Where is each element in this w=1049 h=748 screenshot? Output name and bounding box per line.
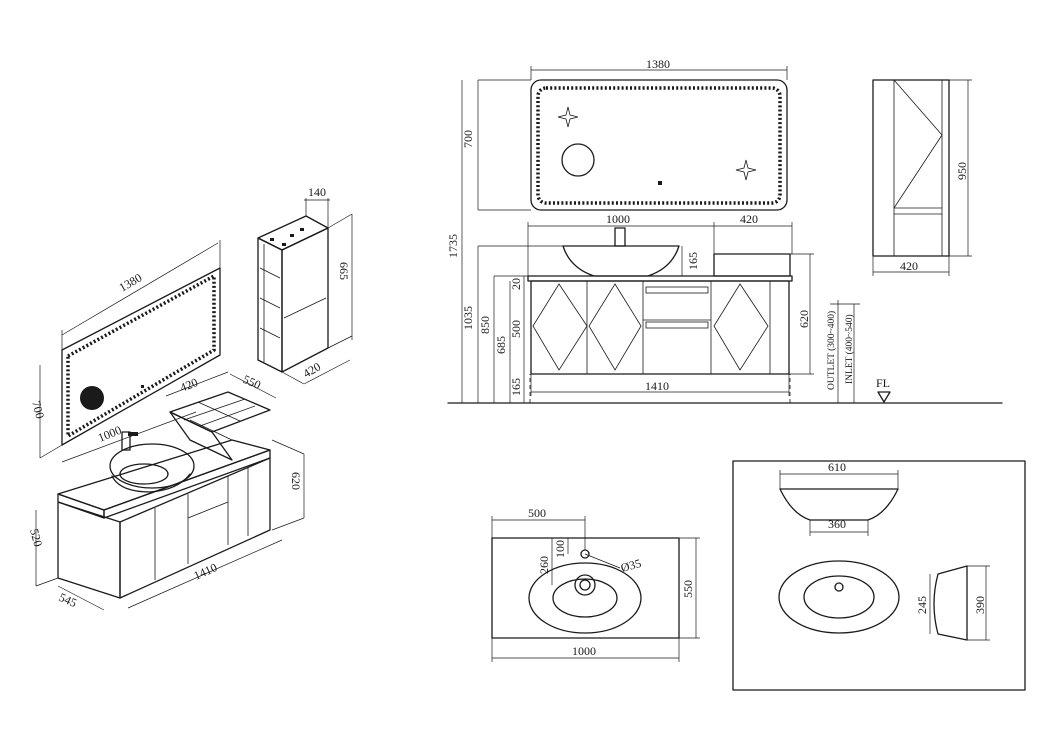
outlet-label: OUTLET (300~400)	[826, 311, 837, 390]
front-top-1000-label: 1000	[606, 212, 630, 226]
plan-550-label: 550	[681, 580, 695, 598]
plan-260-label: 260	[537, 556, 551, 574]
front-h-165-label: 165	[509, 378, 523, 396]
iso-top-420-label: 420	[178, 375, 200, 395]
front-mirror-magnifier-icon	[561, 143, 595, 177]
plan-500-label: 500	[528, 506, 546, 520]
plan-1000-label: 1000	[572, 644, 596, 658]
iso-cabinet	[57, 439, 271, 599]
inlet-label: INLET (400~540)	[844, 314, 855, 384]
iso-organizer-box	[169, 391, 271, 461]
front-top-420-label: 420	[740, 212, 758, 226]
basin-detail: 610 360 245 390	[732, 460, 1026, 691]
front-cabinet	[527, 275, 793, 375]
iso-shelf-height-label: 665	[337, 262, 351, 280]
iso-top-550-label: 550	[241, 372, 263, 392]
basin-top-label: 610	[828, 460, 846, 474]
front-faucet-icon	[614, 227, 626, 247]
front-mirror-dims: 1380 700 1735	[446, 57, 788, 403]
plan-100-label: 100	[553, 540, 567, 558]
iso-mirror	[61, 267, 221, 446]
front-basin	[562, 227, 680, 277]
iso-shelf-depth-label: 140	[308, 185, 326, 199]
front-floor: OUTLET (300~400) INLET (400~540) FL	[447, 300, 1003, 404]
iso-cab-545-label: 545	[57, 590, 79, 610]
iso-shelf-dims: 140 665 420	[281, 185, 353, 385]
side-shelf	[872, 79, 950, 257]
front-h-500-label: 500	[509, 320, 523, 338]
iso-mirror-height-label: 700	[29, 399, 47, 420]
front-bowl-165-label: 165	[686, 252, 700, 270]
front-side-620-label: 620	[797, 310, 811, 328]
floor-marker-icon	[877, 391, 891, 403]
side-shelf-dims: 950 420	[872, 79, 972, 276]
front-cabinet-dims: 1000 420 165 1035 850 685 20 500 165 141…	[461, 212, 814, 403]
iso-basin	[109, 431, 195, 493]
front-h-850-label: 850	[478, 316, 492, 334]
sparkle-icon	[557, 106, 579, 128]
front-h-20-label: 20	[509, 278, 523, 290]
iso-mirror-dims: 1380 700	[29, 240, 221, 459]
floor-label: FL	[876, 376, 890, 390]
side-height-label: 950	[955, 162, 969, 180]
iso-mirror-magnifier-icon	[80, 386, 104, 410]
front-mirror-height-label: 700	[461, 130, 475, 148]
front-total-height-label: 1735	[446, 234, 460, 258]
iso-shelf	[257, 215, 329, 373]
front-h-1035-label: 1035	[461, 306, 475, 330]
iso-shelf-width-label: 420	[301, 359, 324, 380]
basin-245-label: 245	[915, 596, 929, 614]
iso-faucet-icon	[121, 431, 131, 451]
basin-bottom-label: 360	[828, 517, 846, 531]
front-mirror-width-label: 1380	[646, 57, 670, 71]
front-cab-1410-label: 1410	[645, 379, 669, 393]
front-organizer	[713, 253, 791, 277]
plan-hole-label: Ø35	[619, 556, 643, 575]
front-h-685-label: 685	[494, 336, 508, 354]
plan-dims: 500 260 100 Ø35 550 1000	[491, 506, 700, 662]
iso-cab-520-label: 520	[27, 527, 45, 548]
basin-detail-frame	[732, 460, 1026, 691]
drain-icon	[834, 582, 844, 592]
side-width-label: 420	[900, 259, 918, 273]
plan-top	[491, 537, 680, 639]
iso-cab-620-label: 620	[289, 472, 303, 490]
front-mirror	[530, 79, 788, 211]
basin-390-label: 390	[973, 596, 987, 614]
iso-sink-width-label: 1000	[96, 423, 123, 445]
sparkle-icon	[735, 159, 757, 181]
iso-mirror-width-label: 1380	[117, 270, 145, 294]
